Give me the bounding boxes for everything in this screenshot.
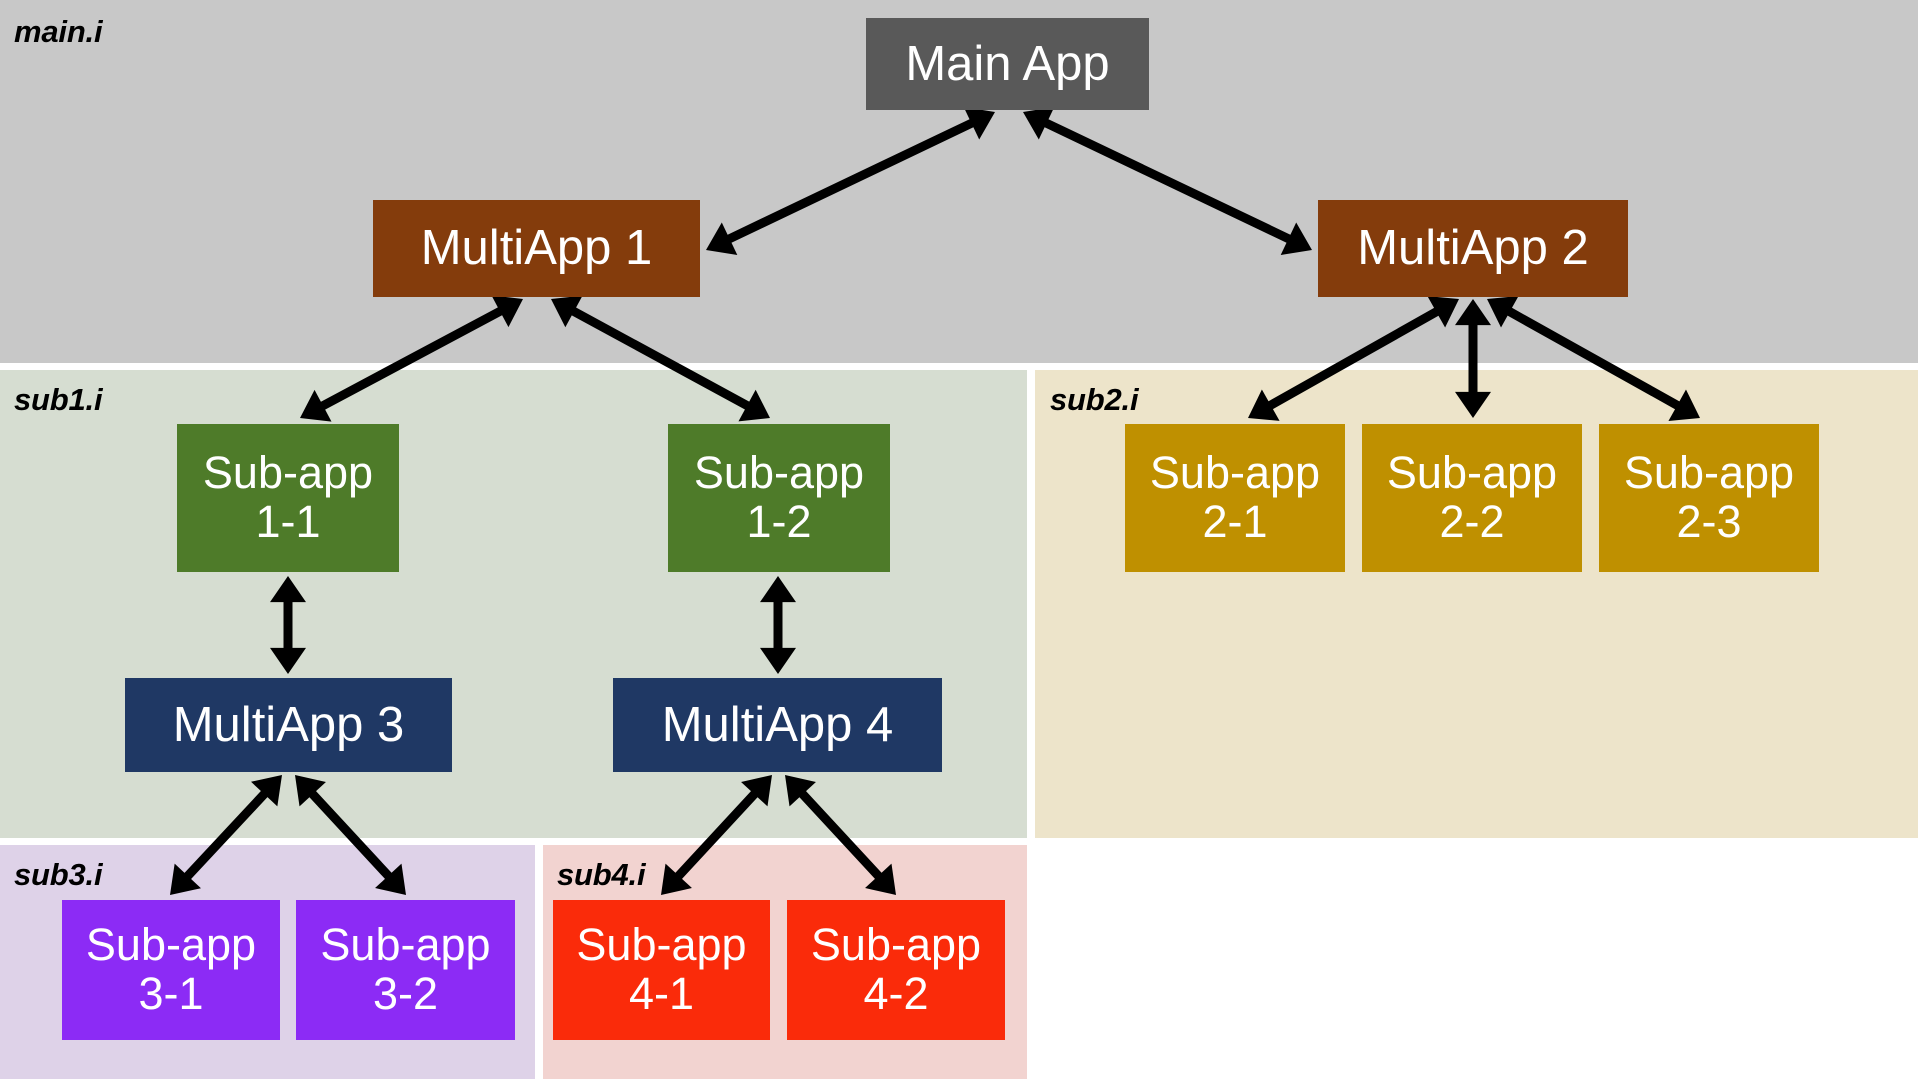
node-label-subapp22: Sub-app 2-2 xyxy=(1386,447,1558,547)
node-label-subapp23: Sub-app 2-3 xyxy=(1623,447,1795,547)
node-label-main_app: Main App xyxy=(905,36,1110,91)
node-label-multiapp3: MultiApp 3 xyxy=(172,697,405,752)
node-subapp32[interactable]: Sub-app 3-2 xyxy=(296,900,515,1040)
node-label-subapp12: Sub-app 1-2 xyxy=(693,447,865,547)
region-label-main: main.i xyxy=(14,14,103,49)
node-main_app[interactable]: Main App xyxy=(866,18,1149,110)
node-label-subapp32: Sub-app 3-2 xyxy=(320,919,491,1019)
node-subapp42[interactable]: Sub-app 4-2 xyxy=(787,900,1005,1040)
node-subapp12[interactable]: Sub-app 1-2 xyxy=(668,424,890,572)
node-label-subapp31: Sub-app 3-1 xyxy=(85,919,257,1019)
node-subapp11[interactable]: Sub-app 1-1 xyxy=(177,424,399,572)
node-subapp23[interactable]: Sub-app 2-3 xyxy=(1599,424,1819,572)
region-label-sub1: sub1.i xyxy=(14,382,103,417)
node-label-subapp11: Sub-app 1-1 xyxy=(202,447,374,547)
node-subapp22[interactable]: Sub-app 2-2 xyxy=(1362,424,1582,572)
node-label-multiapp2: MultiApp 2 xyxy=(1357,221,1589,276)
node-label-subapp21: Sub-app 2-1 xyxy=(1149,447,1321,547)
node-label-multiapp4: MultiApp 4 xyxy=(661,697,894,752)
node-multiapp3[interactable]: MultiApp 3 xyxy=(125,678,452,772)
node-label-multiapp1: MultiApp 1 xyxy=(420,221,653,276)
region-label-sub2: sub2.i xyxy=(1050,382,1139,417)
node-multiapp4[interactable]: MultiApp 4 xyxy=(613,678,942,772)
node-label-subapp42: Sub-app 4-2 xyxy=(810,919,982,1019)
node-subapp41[interactable]: Sub-app 4-1 xyxy=(553,900,770,1040)
node-multiapp1[interactable]: MultiApp 1 xyxy=(373,200,700,297)
node-subapp31[interactable]: Sub-app 3-1 xyxy=(62,900,280,1040)
region-label-sub4: sub4.i xyxy=(557,857,646,892)
node-multiapp2[interactable]: MultiApp 2 xyxy=(1318,200,1628,297)
region-label-sub3: sub3.i xyxy=(14,857,103,892)
node-label-subapp41: Sub-app 4-1 xyxy=(576,919,747,1019)
node-subapp21[interactable]: Sub-app 2-1 xyxy=(1125,424,1345,572)
